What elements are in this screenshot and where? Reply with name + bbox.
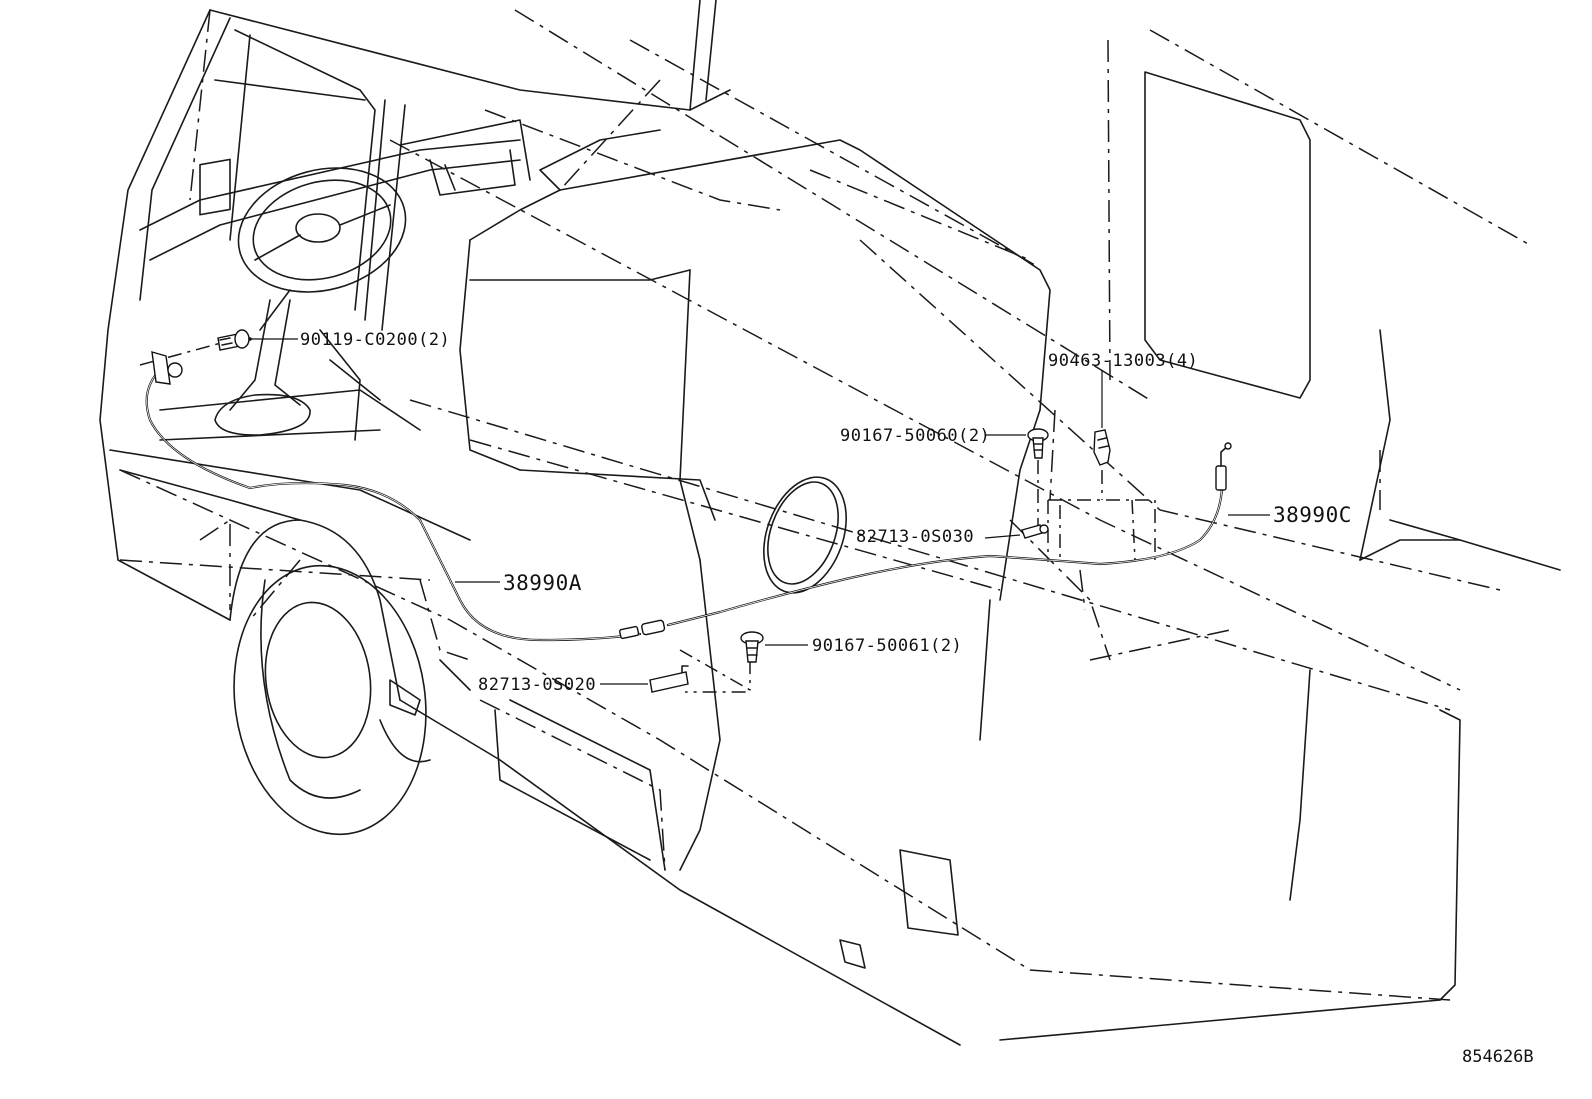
label-90167-50061: 90167-50061(2) — [812, 636, 962, 656]
leader-lines — [248, 337, 1270, 685]
bolt-90167-50061-icon — [740, 631, 764, 663]
clamp-82713-0s020-icon — [649, 665, 689, 693]
cable-38990a — [145, 368, 666, 642]
label-38990a: 38990A — [503, 571, 582, 595]
clamp-82713-0s030-icon — [1021, 524, 1049, 539]
assembly-guide-lines — [139, 339, 1156, 693]
label-90119-c0200: 90119-C0200(2) — [300, 330, 450, 350]
label-38990c: 38990C — [1273, 503, 1352, 527]
label-90463-13003: 90463-13003(4) — [1048, 351, 1198, 371]
bracket-front — [151, 351, 183, 385]
figure-reference: 854626B — [1462, 1047, 1534, 1067]
callouts: 90119-C0200(2) 90463-13003(4) 90167-5006… — [300, 330, 1534, 1067]
bolt-90167-50060-icon — [1027, 428, 1049, 459]
cable-38990c — [666, 442, 1232, 627]
label-82713-0s030: 82713-0S030 — [856, 527, 974, 547]
bolt-90119-icon — [217, 329, 250, 351]
label-90167-50060: 90167-50060(2) — [840, 426, 990, 446]
label-82713-0s020: 82713-0S020 — [478, 675, 596, 695]
screw-90463-icon — [1093, 429, 1111, 466]
